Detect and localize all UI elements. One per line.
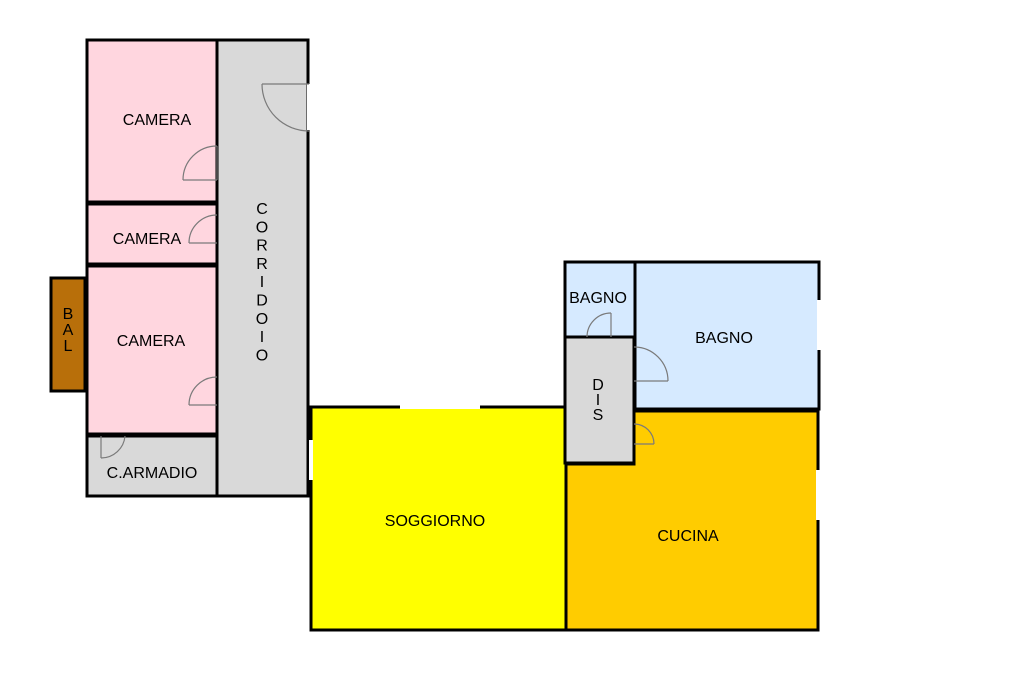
label-camera-3: CAMERA	[117, 333, 186, 350]
label-soggiorno: SOGGIORNO	[385, 513, 485, 530]
door-carmadio-icon	[100, 435, 126, 459]
label-cucina: CUCINA	[657, 528, 719, 545]
label-bagno-large: BAGNO	[695, 330, 753, 347]
door-bagno-large-icon	[633, 346, 669, 382]
door-camera-3-icon	[188, 376, 218, 406]
room-soggiorno	[309, 405, 568, 632]
door-entrance-icon	[261, 83, 310, 132]
room-cucina	[564, 409, 820, 632]
room-camera-3	[85, 264, 219, 436]
door-bagno-small-icon	[586, 312, 612, 338]
door-cucina-icon	[633, 423, 655, 445]
label-carmadio: C.ARMADIO	[107, 465, 198, 482]
room-balcone	[49, 276, 87, 393]
room-camera-2	[85, 202, 219, 266]
door-camera-1-icon	[182, 145, 218, 181]
label-camera-1: CAMERA	[123, 112, 192, 129]
door-camera-2-icon	[188, 214, 218, 244]
label-camera-2: CAMERA	[113, 231, 182, 248]
room-corridoio	[215, 38, 310, 498]
label-bagno-small: BAGNO	[569, 290, 627, 307]
room-camera-1	[85, 38, 219, 204]
